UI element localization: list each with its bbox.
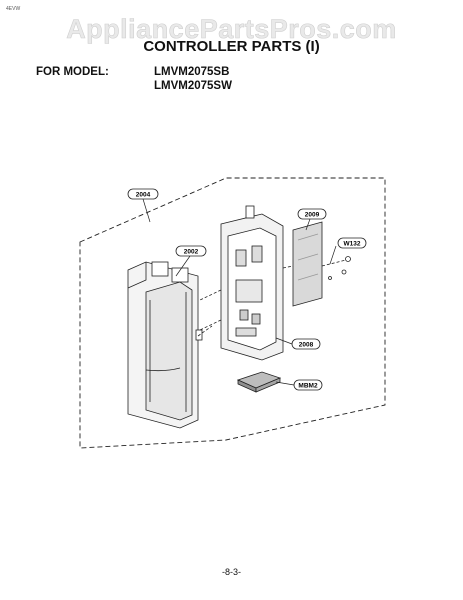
front-panel-part [127,261,213,429]
callout-2009: 2009 [297,208,327,220]
callout-mbm2: MBM2 [293,379,323,391]
callout-2002: 2002 [175,245,207,257]
svg-text:2009: 2009 [305,212,320,219]
svg-text:MBM2: MBM2 [298,383,318,390]
callout-leaders [142,198,337,386]
pcb-part [282,221,323,307]
callout-2008: 2008 [291,338,321,350]
page-number: -8-3- [221,567,241,577]
model-label: FOR MODEL: [36,66,109,78]
model-number-1: LMVM2075SB [154,66,230,78]
corner-code: 4EVW [6,6,21,12]
callout-w132: W132 [337,237,367,249]
watermark-logo: AppliancePartsPros.com [66,14,397,45]
callout-2004: 2004 [127,188,159,200]
membrane-part [236,371,282,393]
model-number-2: LMVM2075SW [154,80,232,92]
page-title: CONTROLLER PARTS (I) [143,38,320,55]
svg-text:2008: 2008 [299,342,314,349]
svg-text:2004: 2004 [136,192,151,199]
controller-frame-part [199,205,284,361]
svg-text:2002: 2002 [184,249,199,256]
screw-part [321,256,351,280]
assembly-boundary [79,177,386,449]
svg-text:W132: W132 [344,241,361,248]
